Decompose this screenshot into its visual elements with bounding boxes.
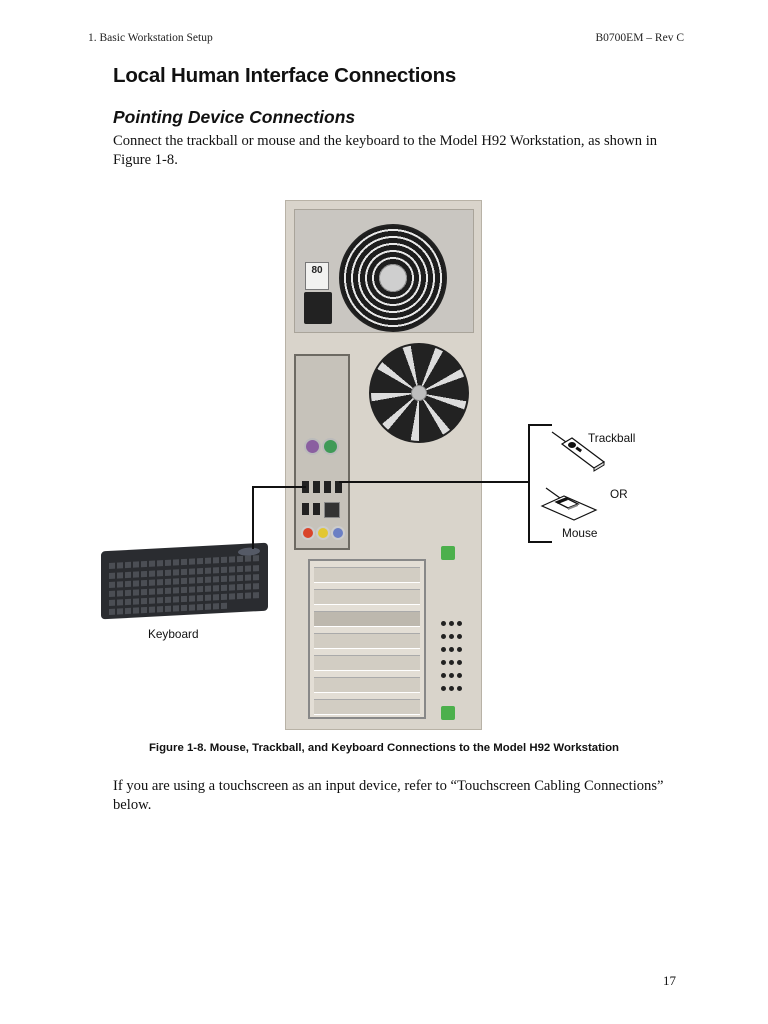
- bracket-line: [528, 424, 552, 426]
- page-number: 17: [663, 973, 676, 988]
- usb-port: [324, 481, 331, 493]
- audio-jack-blue: [331, 526, 345, 540]
- bracket-line: [528, 541, 552, 543]
- fan-hub: [411, 385, 427, 401]
- running-head-doc-id: B0700EM – Rev C: [595, 32, 685, 44]
- trackball-icon: [551, 431, 606, 472]
- keyboard-connector-line: [252, 486, 254, 549]
- slot-cover: [314, 633, 420, 649]
- 80-plus-badge: 80: [305, 262, 329, 290]
- case-fan-icon: [369, 343, 469, 443]
- keyboard-image: [101, 542, 268, 620]
- keyboard-label: Keyboard: [148, 627, 199, 641]
- keyboard-connector-line: [252, 486, 306, 488]
- mouse-icon: [540, 487, 598, 521]
- slot-cover: [314, 655, 420, 671]
- figure-caption: Figure 1-8. Mouse, Trackball, and Keyboa…: [148, 742, 620, 754]
- audio-jack-yellow: [316, 526, 330, 540]
- release-tab-icon: [441, 706, 455, 720]
- bracket-line: [528, 424, 530, 542]
- usb-port: [313, 481, 320, 493]
- expansion-slots: [308, 559, 426, 719]
- slot-cover: [314, 677, 420, 693]
- section-heading: Local Human Interface Connections: [113, 64, 457, 87]
- io-panel: [294, 354, 350, 550]
- or-label: OR: [610, 487, 628, 501]
- intro-paragraph: Connect the trackball or mouse and the k…: [113, 133, 658, 168]
- workstation-rear-image: 80: [285, 200, 482, 730]
- release-tab-icon: [441, 546, 455, 560]
- usb-port: [335, 481, 342, 493]
- running-head-section: 1. Basic Workstation Setup: [88, 32, 213, 44]
- power-socket-icon: [304, 292, 332, 324]
- mouse-label: Mouse: [562, 526, 598, 540]
- slot-cover: [314, 567, 420, 583]
- slot-cover: [314, 699, 420, 715]
- slot-card: [314, 611, 420, 627]
- power-supply: 80: [294, 209, 474, 333]
- pointing-device-connector-line: [339, 481, 529, 483]
- slot-cover: [314, 589, 420, 605]
- touchscreen-paragraph: If you are using a touchscreen as an inp…: [113, 778, 664, 813]
- ps2-keyboard-port: [322, 438, 339, 455]
- subsection-heading: Pointing Device Connections: [113, 107, 356, 127]
- audio-jack-red: [301, 526, 315, 540]
- fan-hub: [379, 264, 407, 292]
- usb-port: [313, 503, 320, 515]
- trackball-label: Trackball: [588, 431, 636, 445]
- psu-fan-icon: [339, 224, 447, 332]
- ps2-mouse-port: [304, 438, 321, 455]
- usb-port: [302, 503, 309, 515]
- ethernet-port: [324, 502, 340, 518]
